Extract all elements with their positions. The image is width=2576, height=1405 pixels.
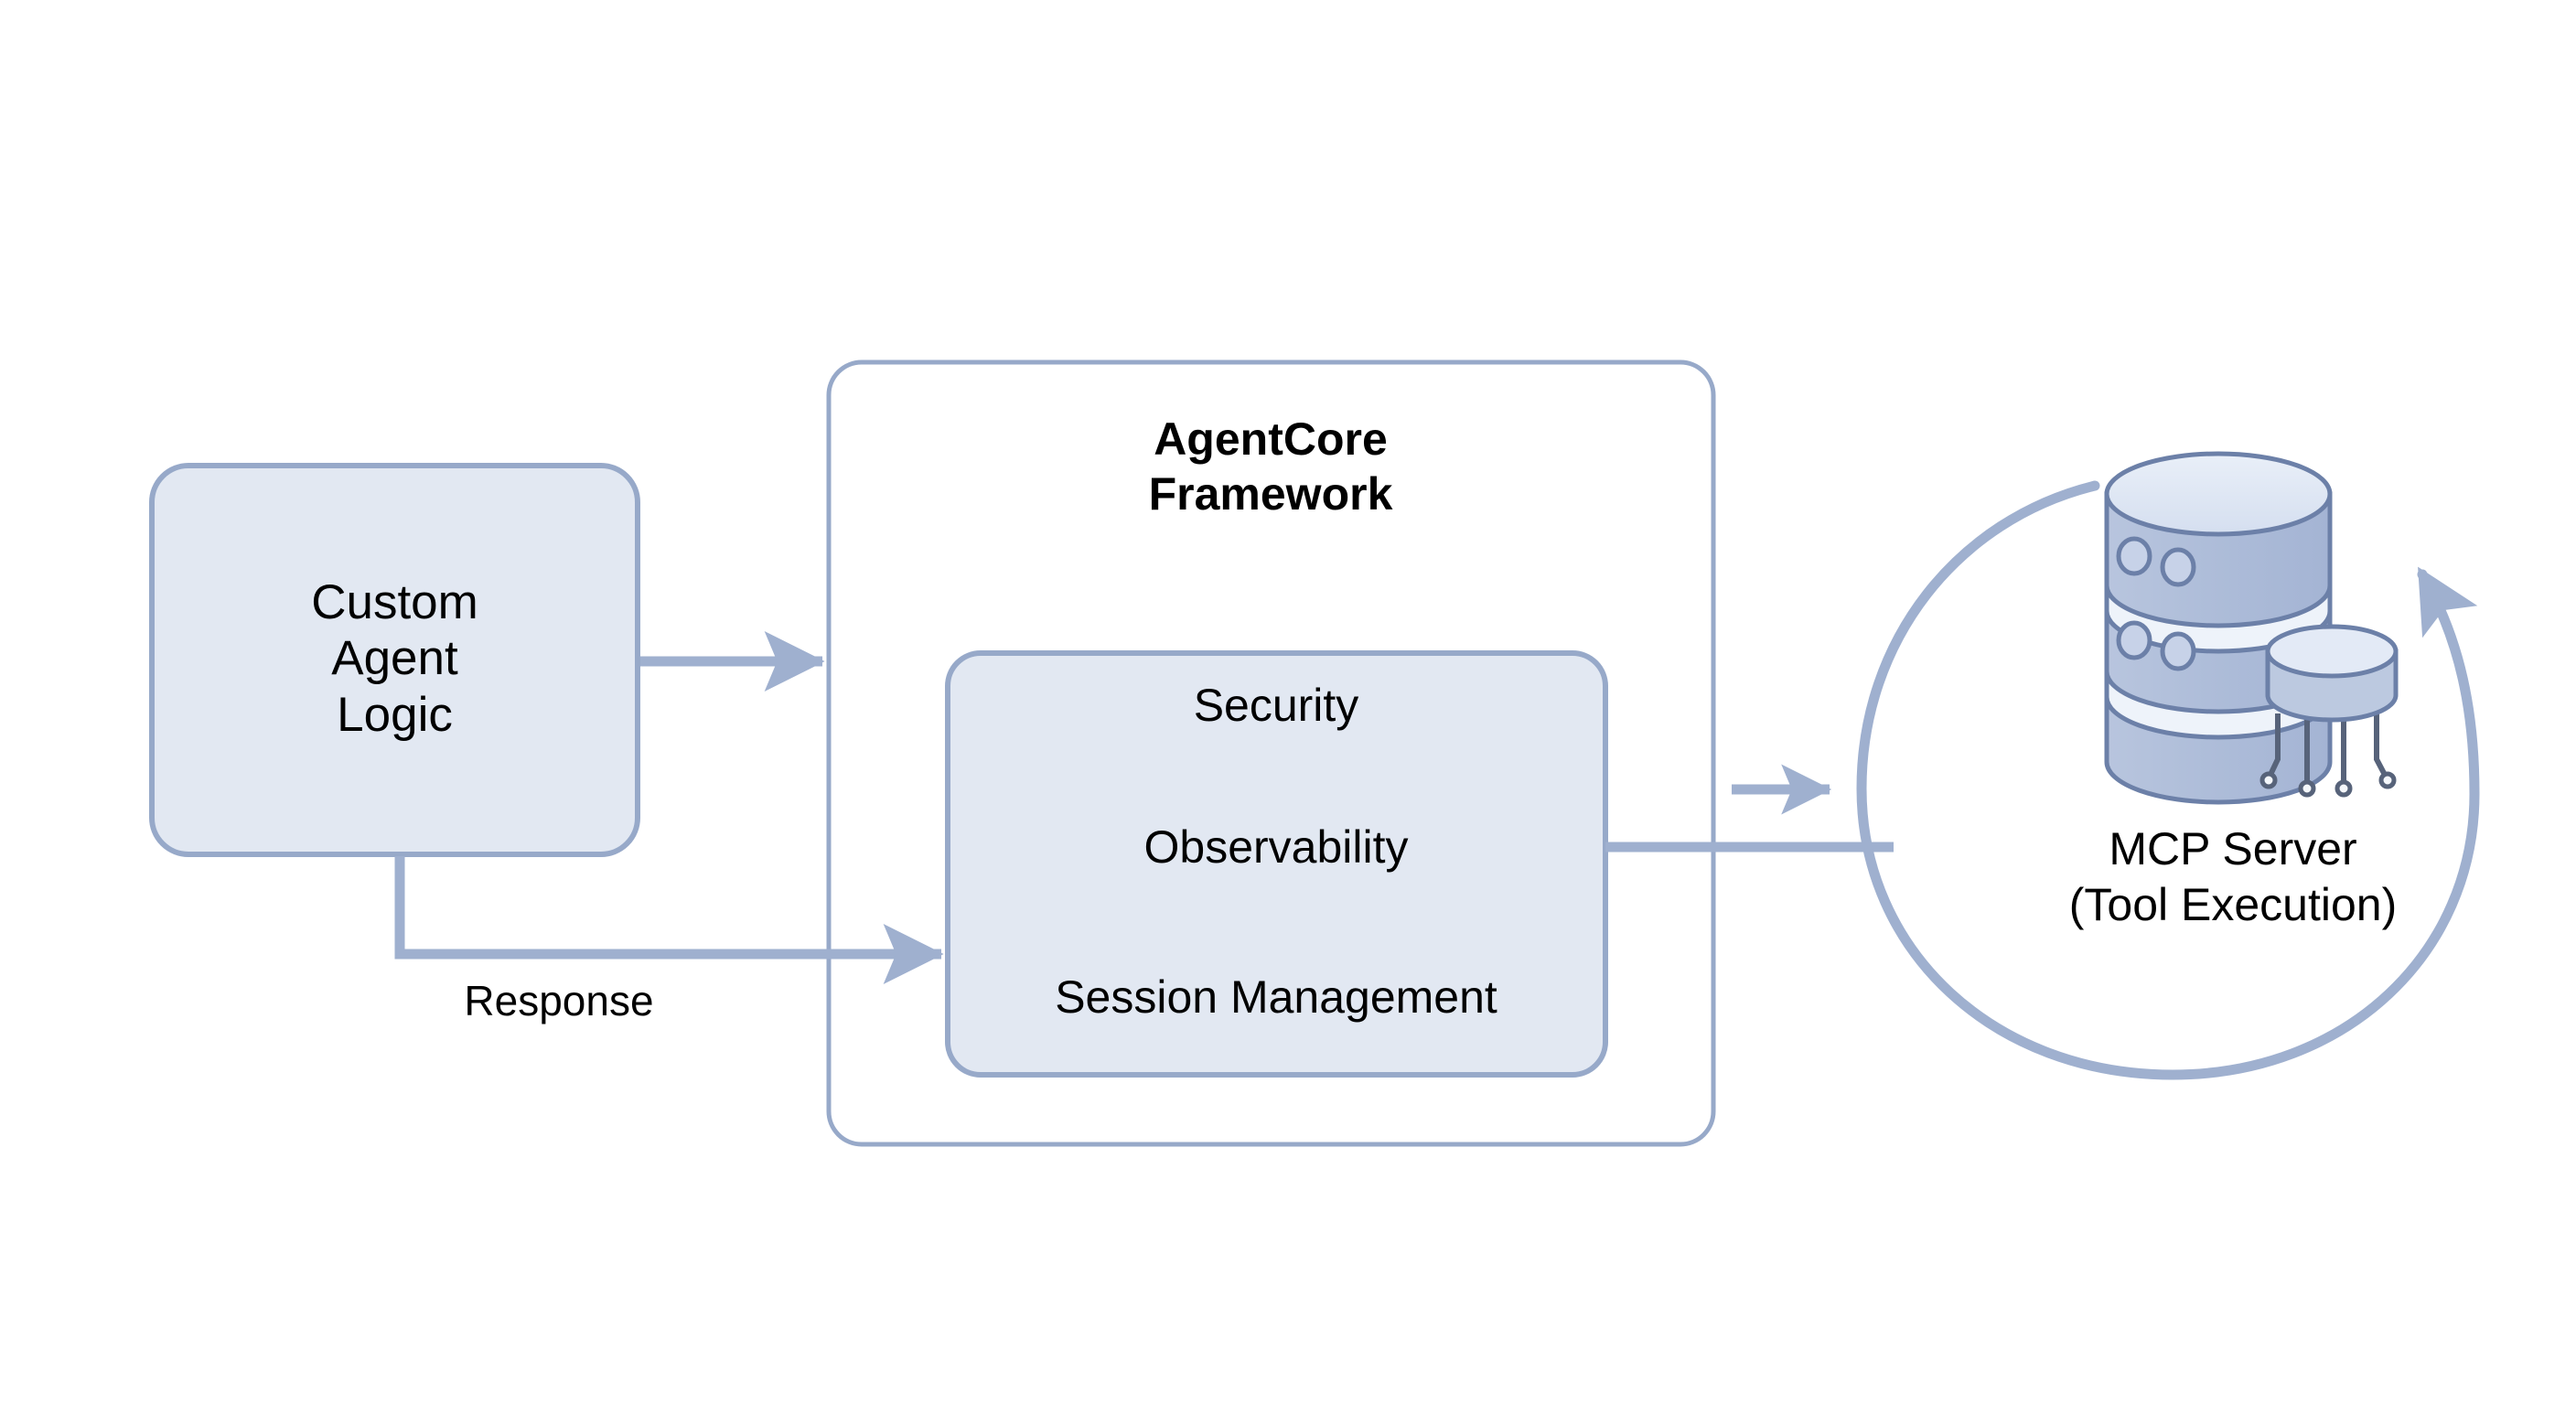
capability-session-management-label: Session Management bbox=[1055, 971, 1497, 1023]
framework-capabilities-box[interactable] bbox=[945, 650, 1608, 1078]
custom-agent-logic-box[interactable] bbox=[149, 463, 640, 857]
database-server-icon bbox=[2104, 451, 2333, 805]
transistor-component-icon bbox=[2259, 624, 2399, 798]
agentcore-framework-title: AgentCore Framework bbox=[1148, 413, 1393, 520]
custom-agent-logic-label: Custom Agent Logic bbox=[311, 575, 478, 742]
mcp-loop-arrow bbox=[1856, 480, 2480, 1080]
connector-response-label: Response bbox=[464, 977, 654, 1024]
connector-response bbox=[394, 856, 944, 984]
capability-observability-label: Observability bbox=[1143, 821, 1409, 873]
capability-security-label: Security bbox=[1193, 680, 1359, 731]
mcp-server-label: MCP Server (Tool Execution) bbox=[2068, 823, 2398, 930]
